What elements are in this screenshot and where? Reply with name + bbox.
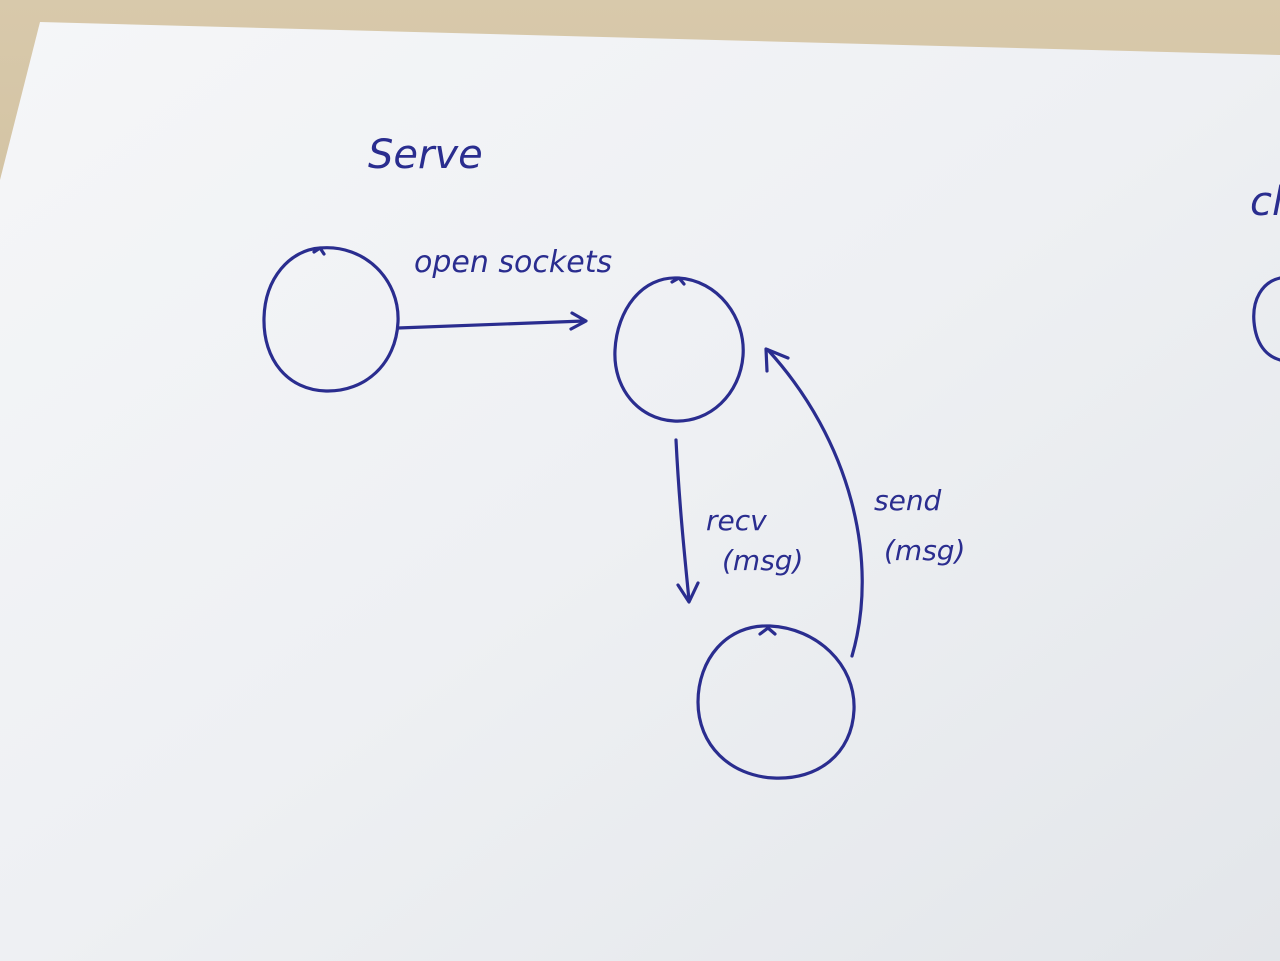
edge-label-send-arg: (msg)	[884, 534, 965, 567]
edge-label-recv: recv	[706, 504, 767, 537]
edge-recv	[674, 438, 691, 602]
edge-open-sockets	[396, 319, 586, 330]
edge-send	[766, 348, 864, 658]
edge-label-send: send	[874, 484, 942, 517]
edge-label-recv-arg: (msg)	[722, 544, 803, 577]
paper	[0, 22, 1280, 961]
client-label: cl	[1250, 179, 1280, 225]
arrowhead-open-sockets	[569, 311, 588, 331]
node-client-conn	[696, 624, 856, 780]
edge-label-open-sockets: open sockets	[414, 245, 612, 280]
server-label: Serve	[368, 132, 483, 178]
node-socket	[613, 276, 745, 423]
node-client-partial	[1252, 276, 1280, 362]
node-listen	[262, 246, 400, 393]
arrowhead-send	[764, 347, 790, 373]
arrowhead-recv	[676, 581, 700, 604]
